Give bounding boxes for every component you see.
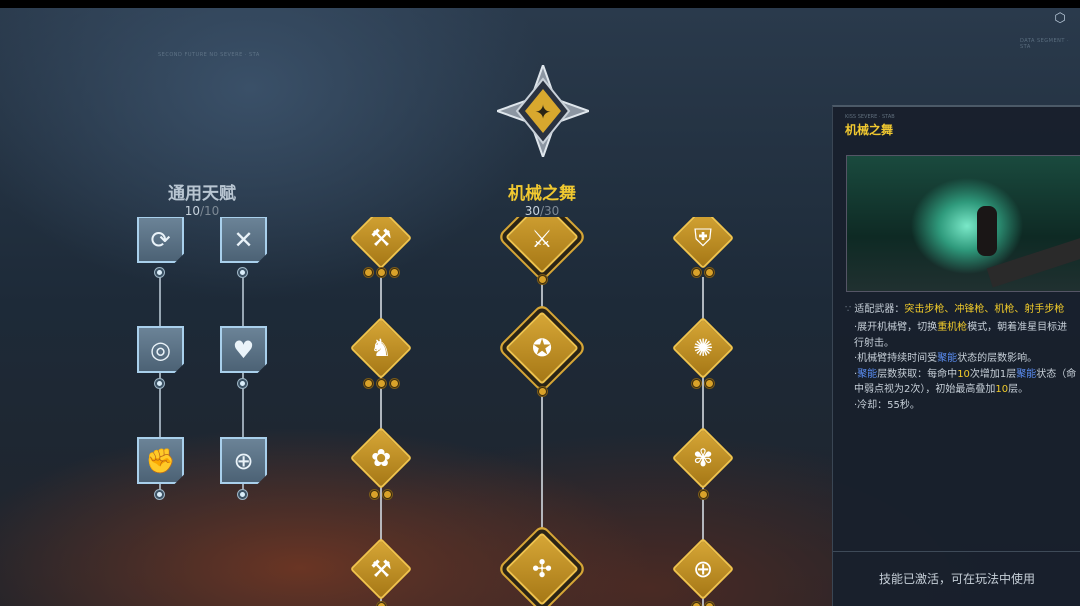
mech-dance-emblem-icon: ✦ bbox=[497, 65, 589, 157]
general-tree-title: 通用天赋 bbox=[168, 184, 236, 204]
level-dot bbox=[238, 379, 247, 388]
desc-text: 模式，朝着准星目标进行射击。 bbox=[854, 322, 1068, 349]
deco-text: SECOND FUTURE NO SEVERE · STA bbox=[158, 52, 260, 58]
level-dot bbox=[238, 490, 247, 499]
weapon-figure bbox=[986, 234, 1080, 288]
talent-node-reload[interactable]: ⟳ bbox=[137, 217, 184, 263]
deco-text: DATA SEGMENT · STA bbox=[1020, 38, 1070, 50]
level-dot bbox=[155, 490, 164, 499]
bug-icon: ✾ bbox=[692, 444, 714, 472]
enemy-figure bbox=[977, 206, 997, 256]
level-dot bbox=[538, 387, 547, 396]
desc-text: 层。 bbox=[1008, 384, 1029, 395]
weapons-label: 适配武器： bbox=[854, 304, 905, 315]
desc-text: ·冷却：55秒。 bbox=[854, 399, 920, 411]
talent-node-melee[interactable]: ✕ bbox=[220, 217, 267, 263]
level-dot bbox=[699, 490, 708, 499]
level-dot bbox=[383, 490, 392, 499]
skill-detail-panel: KISS SEVERE · STAB 机械之舞 ∵适配武器：突击步枪、冲锋枪、机… bbox=[832, 105, 1080, 606]
skill-status: 技能已激活，可在玩法中使用 bbox=[878, 572, 1035, 586]
mech-arm-icon: ✪ bbox=[531, 334, 553, 362]
desc-text: · bbox=[854, 368, 858, 380]
level-dot bbox=[155, 268, 164, 277]
desc-highlight: 聚能 bbox=[937, 353, 958, 364]
desc-highlight: 聚能 bbox=[1016, 368, 1037, 380]
desc-text: 状态的层数影响。 bbox=[957, 353, 1038, 364]
beast-icon: ♞ bbox=[370, 334, 392, 362]
deco-text: KISS SEVERE · STAB bbox=[845, 114, 895, 120]
weapons-value: 突击步枪、冲锋枪、机枪、射手步枪 bbox=[904, 304, 1065, 315]
level-dot bbox=[377, 268, 386, 277]
level-dot bbox=[364, 268, 373, 277]
level-dot bbox=[364, 379, 373, 388]
level-dot bbox=[377, 379, 386, 388]
level-dot bbox=[377, 602, 386, 606]
scope-icon: ⊕ bbox=[692, 555, 714, 583]
shield-icon: ⛨ bbox=[694, 224, 712, 252]
level-dot bbox=[692, 379, 701, 388]
hex-menu-icon[interactable]: ⬡ bbox=[1054, 11, 1066, 26]
count-value: 10 bbox=[184, 204, 200, 218]
desc-text: ·机械臂持续时间受 bbox=[854, 353, 938, 364]
count-value: 30 bbox=[524, 204, 540, 218]
desc-highlight: 聚能 bbox=[857, 368, 878, 380]
desc-highlight: 10 bbox=[995, 384, 1009, 395]
desc-highlight: 10 bbox=[957, 368, 970, 380]
svg-text:✦: ✦ bbox=[535, 100, 552, 124]
level-dot bbox=[705, 268, 714, 277]
level-dot bbox=[390, 379, 399, 388]
general-tree-count: 10/10 bbox=[152, 204, 252, 218]
blade-icon: ⚔ bbox=[531, 225, 553, 253]
desc-text: 状态（命中弱点视为2次），初始最高叠加 bbox=[854, 368, 1077, 396]
count-max: /10 bbox=[199, 204, 220, 218]
talent-node-fist[interactable]: ✊ bbox=[137, 437, 184, 484]
talent-node-target[interactable]: ◎ bbox=[137, 326, 184, 373]
level-dot bbox=[705, 379, 714, 388]
level-dot bbox=[370, 490, 379, 499]
desc-text: ·展开机械臂，切换 bbox=[854, 322, 938, 333]
mech-tree-title: 机械之舞 bbox=[508, 184, 576, 204]
level-dot bbox=[705, 602, 714, 606]
level-dot bbox=[390, 268, 399, 277]
level-dot bbox=[692, 602, 701, 606]
desc-text: 层数获取：每命中 bbox=[877, 368, 958, 380]
connector-line bbox=[541, 277, 543, 606]
level-dot bbox=[538, 275, 547, 284]
level-dot bbox=[238, 268, 247, 277]
talent-node-crosshair[interactable]: ⊕ bbox=[220, 437, 267, 484]
skill-weapons: ∵适配武器：突击步枪、冲锋枪、机枪、射手步枪 bbox=[845, 304, 1065, 315]
propeller-icon: ✣ bbox=[531, 555, 553, 583]
count-max: /30 bbox=[539, 204, 560, 218]
skill-description: ·展开机械臂，切换重机枪模式，朝着准星目标进行射击。 ·机械臂持续时间受聚能状态… bbox=[845, 320, 1077, 413]
burst-icon: ✺ bbox=[692, 334, 714, 362]
drum-icon: ✿ bbox=[370, 444, 392, 472]
gun-icon: ⚒ bbox=[370, 224, 392, 252]
skill-title: 机械之舞 bbox=[845, 123, 894, 137]
talent-tree: ⟳ ✕ ◎ ♥ ✊ ⊕ ⚒ ♞ ✿ ⚒ ⚔ ✪ ✣ ⛨ ✺ ✾ ⊕ bbox=[0, 217, 830, 606]
level-dot bbox=[155, 379, 164, 388]
divider bbox=[833, 551, 1080, 552]
desc-highlight: 重机枪 bbox=[937, 322, 968, 333]
level-dot bbox=[692, 268, 701, 277]
desc-text: 次增加1层 bbox=[969, 368, 1017, 380]
heavy-gun-icon: ⚒ bbox=[370, 555, 392, 583]
talent-node-heal[interactable]: ♥ bbox=[220, 326, 267, 373]
mech-tree-count: 30/30 bbox=[492, 204, 592, 218]
skill-preview-image bbox=[846, 155, 1080, 292]
